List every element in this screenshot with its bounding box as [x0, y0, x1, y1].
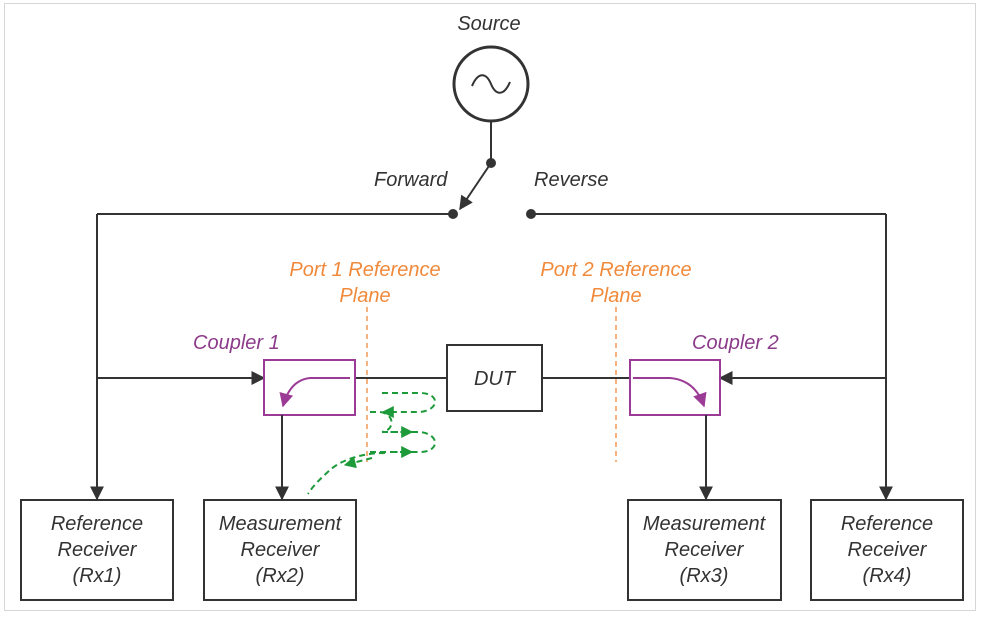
coupler2-coupling-arrow	[633, 377, 707, 408]
dut-label: DUT	[474, 368, 517, 390]
receiver-rx4: Reference Receiver (Rx4)	[810, 499, 964, 601]
port2-plane-label-line1: Port 2 Reference	[540, 259, 691, 281]
source-label: Source	[457, 13, 520, 35]
coupler1-box	[263, 359, 356, 416]
diagram-frame	[4, 3, 976, 611]
leakage-arrowhead	[343, 456, 373, 469]
rx3-line1: Measurement	[643, 513, 767, 535]
rx3-line2: Receiver	[665, 539, 745, 561]
rx1-line3: (Rx1)	[73, 565, 122, 587]
receiver-rx2: Measurement Receiver (Rx2)	[203, 499, 357, 601]
rx2-line1: Measurement	[219, 513, 343, 535]
receiver-rx1: Reference Receiver (Rx1)	[20, 499, 174, 601]
port1-plane-label-line1: Port 1 Reference	[289, 259, 440, 281]
port2-plane-label-line2: Plane	[590, 285, 641, 307]
rx2-line3: (Rx2)	[256, 565, 305, 587]
rx3-box	[627, 499, 782, 601]
reflection-path-2	[370, 411, 414, 438]
reflection-path-1	[381, 392, 436, 418]
reverse-label: Reverse	[534, 169, 608, 191]
coupler2-box	[629, 359, 721, 416]
leakage-to-rx2-path	[307, 452, 386, 495]
rx1-line2: Receiver	[58, 539, 138, 561]
rx4-line3: (Rx4)	[863, 565, 912, 587]
rx3-line3: (Rx3)	[680, 565, 729, 587]
rx1-box	[20, 499, 174, 601]
port1-plane-label-line2: Plane	[339, 285, 390, 307]
rx1-line1: Reference	[51, 513, 143, 535]
rx2-line2: Receiver	[241, 539, 321, 561]
rx4-line2: Receiver	[848, 539, 928, 561]
forward-label: Forward	[374, 169, 448, 191]
switch-arm	[459, 162, 492, 211]
rx4-box	[810, 499, 964, 601]
rx2-box	[203, 499, 357, 601]
sine-wave-icon	[471, 74, 511, 94]
reflection-path-3	[382, 431, 436, 453]
dut-box	[446, 344, 543, 412]
rx4-line1: Reference	[841, 513, 933, 535]
coupler1-label: Coupler 1	[193, 332, 280, 354]
coupler2-label: Coupler 2	[692, 332, 779, 354]
receiver-rx3: Measurement Receiver (Rx3)	[627, 499, 782, 601]
coupler1-coupling-arrow	[279, 377, 350, 408]
